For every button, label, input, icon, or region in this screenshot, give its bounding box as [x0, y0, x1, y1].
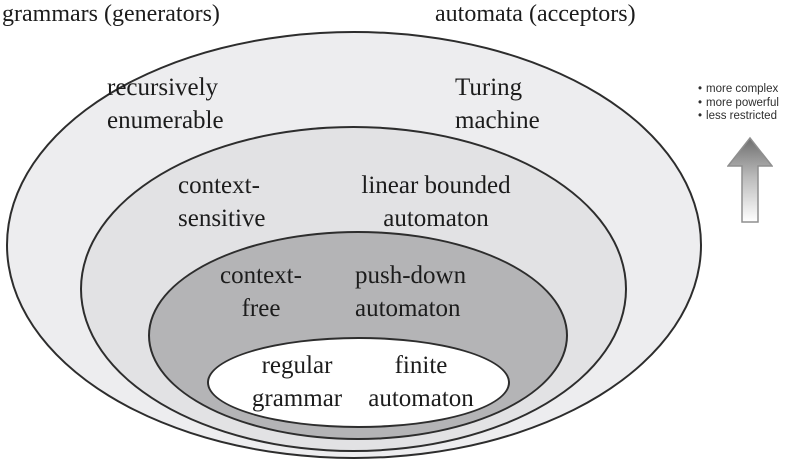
label-line: context- [220, 262, 302, 289]
label-line: automaton [368, 385, 474, 412]
label-line: sensitive [178, 205, 266, 232]
label-turing-machine: Turing machine [455, 71, 540, 137]
label-line: automaton [383, 205, 489, 232]
label-line: automaton [355, 295, 461, 322]
label-regular-grammar: regular grammar [252, 349, 342, 415]
label-line: grammar [251, 385, 343, 412]
bullet-icon: • [698, 96, 703, 109]
complexity-note-item: •less restricted [698, 110, 779, 124]
label-push-down-automaton: push-down automaton [355, 259, 466, 325]
label-context-free: context- free [220, 259, 302, 325]
label-context-sensitive: context- sensitive [178, 169, 266, 235]
complexity-note-text: less restricted [706, 110, 777, 122]
label-line: linear bounded [361, 172, 511, 199]
grammars-column-header: grammars (generators) [2, 1, 220, 27]
label-line: push-down [355, 262, 467, 289]
complexity-note-item: •more complex [698, 83, 779, 97]
label-linear-bounded-automaton: linear bounded automaton [361, 169, 510, 235]
label-recursively-enumerable: recursively enumerable [107, 71, 224, 137]
complexity-note-text: more powerful [706, 96, 779, 109]
automata-column-header: automata (acceptors) [435, 1, 636, 27]
ellipse-context-free [148, 231, 568, 440]
label-line: finite [394, 352, 448, 379]
up-arrow-icon [727, 136, 773, 223]
label-line: context- [178, 172, 260, 199]
label-line: machine [455, 107, 540, 134]
label-line: free [241, 295, 281, 322]
complexity-note-text: more complex [706, 83, 779, 95]
bullet-icon: • [698, 110, 703, 122]
complexity-note-item: •more powerful [698, 97, 779, 111]
ellipse-regular [207, 337, 510, 428]
complexity-note: •more complex •more powerful •less restr… [698, 83, 779, 124]
label-line: regular [261, 352, 333, 379]
label-line: recursively [107, 74, 219, 101]
label-line: Turing [455, 74, 523, 101]
label-finite-automaton: finite automaton [368, 349, 474, 415]
bullet-icon: • [698, 83, 703, 95]
label-line: enumerable [107, 107, 224, 134]
